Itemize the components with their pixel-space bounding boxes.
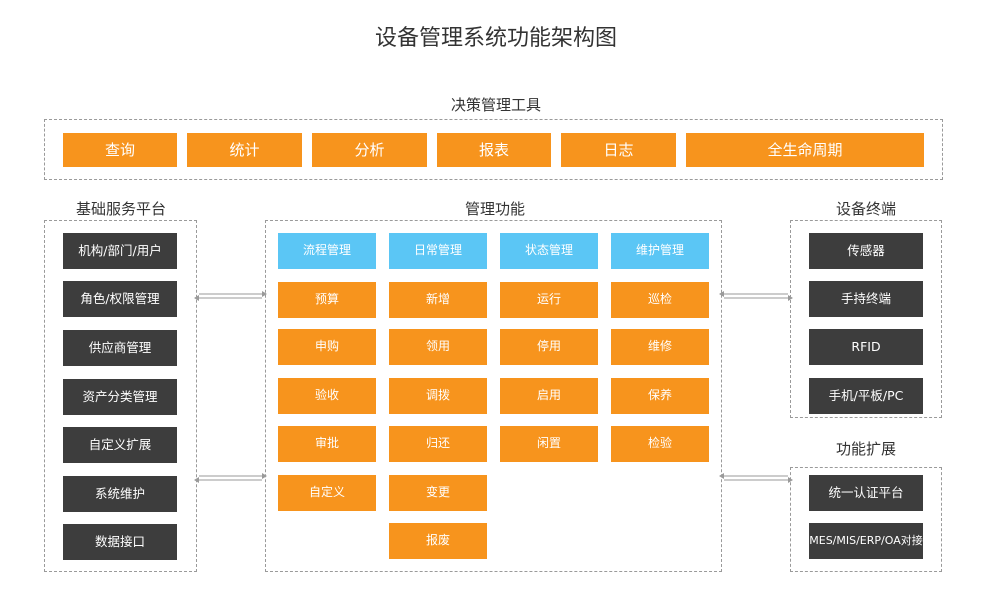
arrowhead-left-4 [719, 473, 724, 479]
management-label: 管理功能 [464, 200, 525, 218]
decision-tools-label: 决策管理工具 [450, 96, 541, 114]
decision-analysis: 分析 [312, 133, 427, 167]
platform-system-maintenance: 系统维护 [63, 476, 177, 512]
decision-lifecycle: 全生命周期 [686, 133, 924, 167]
process-management-header: 流程管理 [278, 233, 376, 269]
decision-statistics: 统计 [187, 133, 302, 167]
maintenance-testing: 检验 [611, 426, 709, 462]
platform-data-interface: 数据接口 [63, 524, 177, 560]
arrowhead-right-2 [262, 473, 267, 479]
platform-frame [44, 220, 197, 572]
daily-receive: 领用 [389, 329, 487, 365]
platform-custom-extension: 自定义扩展 [63, 427, 177, 463]
decision-query: 查询 [63, 133, 177, 167]
terminals-frame [790, 220, 942, 418]
management-frame [265, 220, 722, 572]
daily-return: 归还 [389, 426, 487, 462]
status-idle: 闲置 [500, 426, 598, 462]
platform-label: 基础服务平台 [75, 200, 166, 218]
arrowhead-left-2 [194, 477, 199, 483]
status-running: 运行 [500, 282, 598, 318]
status-disabled: 停用 [500, 329, 598, 365]
terminal-sensor: 传感器 [809, 233, 923, 269]
arrowhead-left-3 [719, 291, 724, 297]
daily-change: 变更 [389, 475, 487, 511]
process-purchase-request: 申购 [278, 329, 376, 365]
daily-scrap: 报废 [389, 523, 487, 559]
maintenance-inspection: 巡检 [611, 282, 709, 318]
decision-log: 日志 [561, 133, 676, 167]
process-budget: 预算 [278, 282, 376, 318]
extensions-label: 功能扩展 [835, 440, 896, 458]
process-acceptance: 验收 [278, 378, 376, 414]
extensions-frame [790, 467, 942, 572]
process-custom: 自定义 [278, 475, 376, 511]
platform-org-users: 机构/部门/用户 [63, 233, 177, 269]
maintenance-management-header: 维护管理 [611, 233, 709, 269]
arrowhead-left-1 [194, 295, 199, 301]
extension-unified-auth: 统一认证平台 [809, 475, 923, 511]
terminal-mobile-pc: 手机/平板/PC [809, 378, 923, 414]
maintenance-upkeep: 保养 [611, 378, 709, 414]
extension-system-integration: MES/MIS/ERP/OA对接 [809, 523, 923, 559]
diagram-title: 设备管理系统功能架构图 [374, 26, 617, 51]
platform-roles: 角色/权限管理 [63, 281, 177, 317]
daily-transfer: 调拨 [389, 378, 487, 414]
terminal-handheld: 手持终端 [809, 281, 923, 317]
arrowhead-right-3 [788, 295, 793, 301]
arrowhead-right-1 [262, 291, 267, 297]
platform-asset-categories: 资产分类管理 [63, 379, 177, 415]
daily-management-header: 日常管理 [389, 233, 487, 269]
status-enabled: 启用 [500, 378, 598, 414]
arrowhead-right-4 [788, 477, 793, 483]
daily-add: 新增 [389, 282, 487, 318]
terminals-label: 设备终端 [835, 200, 896, 218]
terminal-rfid: RFID [809, 329, 923, 365]
decision-tools-frame [44, 119, 943, 180]
platform-suppliers: 供应商管理 [63, 330, 177, 366]
process-approval: 审批 [278, 426, 376, 462]
maintenance-repair: 维修 [611, 329, 709, 365]
decision-report: 报表 [437, 133, 551, 167]
status-management-header: 状态管理 [500, 233, 598, 269]
